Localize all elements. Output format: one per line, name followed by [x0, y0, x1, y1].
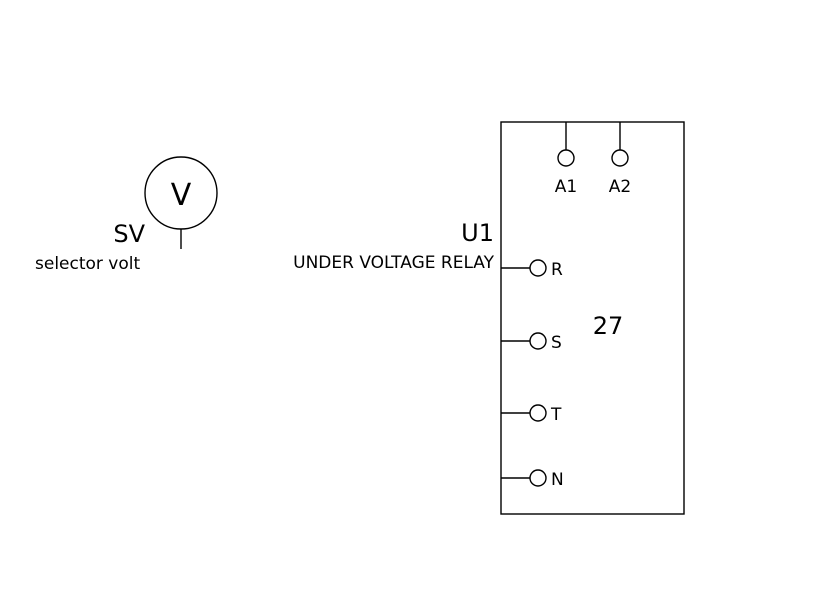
terminal-s-circle [529, 332, 547, 350]
relay-block: 27 A1 A2 R S T [500, 121, 685, 515]
voltmeter-symbol-letter: V [171, 178, 192, 213]
terminal-r-label: R [551, 260, 563, 280]
terminal-t: T [501, 404, 562, 425]
terminal-a2-circle [611, 149, 629, 167]
relay-designator: U1 [461, 219, 494, 247]
terminal-r-circle [529, 259, 547, 277]
terminal-s: S [501, 332, 562, 353]
terminal-t-label: T [550, 405, 562, 425]
terminal-a2: A2 [609, 122, 631, 197]
terminal-n: N [501, 469, 564, 490]
terminal-s-label: S [551, 333, 562, 353]
terminal-a2-label: A2 [609, 177, 631, 197]
terminal-n-circle [529, 469, 547, 487]
relay-body [500, 121, 685, 515]
relay-code: 27 [593, 312, 624, 340]
terminal-t-circle [529, 404, 547, 422]
voltmeter-symbol: V SV selector volt [35, 156, 218, 274]
terminal-a1-label: A1 [555, 177, 577, 197]
terminal-r: R [501, 259, 563, 280]
terminal-n-label: N [551, 470, 564, 490]
relay-description: UNDER VOLTAGE RELAY [293, 253, 494, 273]
voltmeter-description: selector volt [35, 254, 140, 274]
terminal-a1-circle [557, 149, 575, 167]
voltmeter-designator: SV [113, 220, 145, 248]
terminal-a1: A1 [555, 122, 577, 197]
